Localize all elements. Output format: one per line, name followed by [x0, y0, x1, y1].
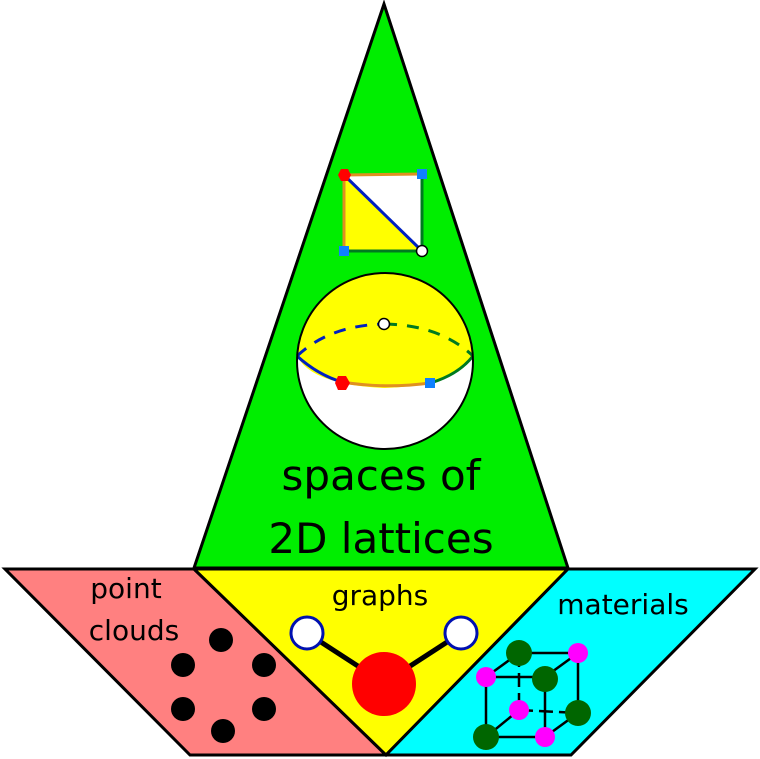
white-circle-vertex	[377, 317, 391, 331]
point-clouds-label-line1: point	[90, 572, 161, 605]
red-hexagon-vertex	[335, 376, 350, 390]
graph-node-center	[352, 652, 416, 716]
square-lattice-icon	[338, 169, 429, 258]
point-cloud-dots	[171, 628, 276, 743]
graph-molecule-icon	[289, 615, 479, 716]
blue-square-vertex	[417, 169, 427, 179]
materials-label: materials	[557, 588, 688, 621]
crystal-atoms	[473, 640, 591, 750]
graph-node-left	[289, 615, 325, 651]
spaces-of-lattices-panel: spaces of 2D lattices	[191, 0, 571, 570]
bottom-band: point clouds graphs materials	[1, 567, 759, 758]
white-circle-vertex	[415, 244, 429, 258]
sphere-icon	[295, 272, 475, 450]
graph-node-right	[443, 615, 479, 651]
red-hexagon-vertex	[338, 169, 351, 181]
graphs-label: graphs	[332, 579, 429, 612]
point-clouds-label-line2: clouds	[89, 614, 179, 647]
top-title-line1: spaces of	[282, 451, 482, 500]
blue-square-vertex	[339, 246, 349, 256]
materials-panel	[382, 567, 759, 757]
blue-square-vertex	[425, 378, 435, 388]
top-title-line2: 2D lattices	[268, 514, 493, 563]
